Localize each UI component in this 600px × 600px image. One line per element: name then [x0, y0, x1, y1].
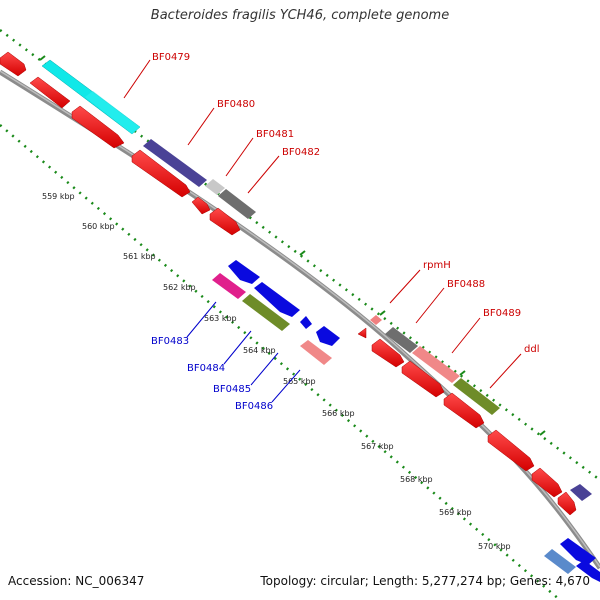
gene-label-BF0483: BF0483 [151, 336, 189, 347]
kbp-label: 561 kbp [123, 252, 156, 261]
gene-label-BF0484: BF0484 [187, 363, 225, 374]
cds-arrow [131, 149, 191, 198]
reverse-features [212, 260, 600, 582]
gene-label-BF0480: BF0480 [217, 99, 255, 110]
kbp-label: 563 kbp [204, 314, 237, 323]
kbp-label: 559 kbp [42, 192, 75, 201]
genome-summary-text: Topology: circular; Length: 5,277,274 bp… [260, 574, 590, 588]
cds-arrow [357, 327, 367, 339]
feature-blue [576, 560, 600, 582]
inner-dotted-track [0, 124, 561, 600]
feature-pink [300, 340, 332, 365]
gene-label-ddl: ddl [524, 344, 539, 355]
kbp-label: 562 kbp [163, 283, 196, 292]
kbp-label: 568 kbp [400, 475, 433, 484]
gene-label-BF0481: BF0481 [256, 129, 294, 140]
feature-cyan [85, 91, 140, 134]
feature-blue [254, 282, 300, 317]
gene-label-BF0489: BF0489 [483, 308, 521, 319]
outer-dotted-track [0, 29, 600, 481]
feature-salmon [412, 346, 460, 383]
scale-labels: 559 kbp 560 kbp 561 kbp 562 kbp 563 kbp … [42, 192, 511, 551]
map-title: Bacteroides fragilis YCH46, complete gen… [150, 8, 450, 23]
forward-leader-lines [123, 59, 522, 389]
cds-arrow [487, 429, 535, 472]
gene-label-BF0482: BF0482 [282, 147, 320, 158]
cds-arrow [29, 76, 71, 109]
feature-magenta [212, 273, 246, 299]
reverse-gene-labels: BF0483 BF0484 BF0485 BF0486 [151, 336, 273, 412]
feature-lightgray [205, 179, 225, 195]
forward-features [41, 59, 592, 501]
gene-label-BF0485: BF0485 [213, 384, 251, 395]
gene-label-BF0486: BF0486 [235, 401, 273, 412]
gene-label-BF0488: BF0488 [447, 279, 485, 290]
kbp-label: 567 kbp [361, 442, 394, 451]
feature-navy [570, 484, 592, 501]
kbp-label: 560 kbp [82, 222, 115, 231]
cds-arrow [71, 105, 125, 149]
cds-arrow [191, 196, 211, 215]
feature-olive [242, 294, 290, 331]
kbp-label: 564 kbp [243, 346, 276, 355]
cds-arrows-forward [0, 51, 577, 516]
kbp-label: 565 kbp [283, 377, 316, 386]
feature-blue [300, 316, 312, 329]
reverse-leader-lines [186, 301, 301, 403]
feature-steelblue [544, 549, 576, 574]
gene-label-BF0479: BF0479 [152, 52, 190, 63]
feature-gray [218, 189, 256, 219]
cds-arrow [209, 207, 241, 236]
gene-label-rpmH: rpmH [423, 260, 451, 271]
feature-olive [453, 378, 500, 415]
feature-blue [316, 326, 340, 346]
feature-blue [560, 538, 596, 565]
feature-pink [370, 315, 382, 325]
cds-arrow [401, 360, 445, 398]
cds-arrow [0, 51, 27, 77]
feature-gray [385, 327, 418, 353]
kbp-label: 569 kbp [439, 508, 472, 517]
cds-arrow [371, 338, 405, 368]
kbp-label: 566 kbp [322, 409, 355, 418]
cds-arrow [443, 392, 485, 429]
feature-navy [143, 139, 207, 187]
cds-arrow [557, 491, 577, 516]
kbp-label: 570 kbp [478, 542, 511, 551]
cds-arrow [531, 467, 563, 498]
forward-gene-labels: BF0479 BF0480 BF0481 BF0482 rpmH BF0488 … [152, 52, 539, 355]
accession-text: Accession: NC_006347 [8, 574, 145, 588]
feature-blue [228, 260, 260, 284]
